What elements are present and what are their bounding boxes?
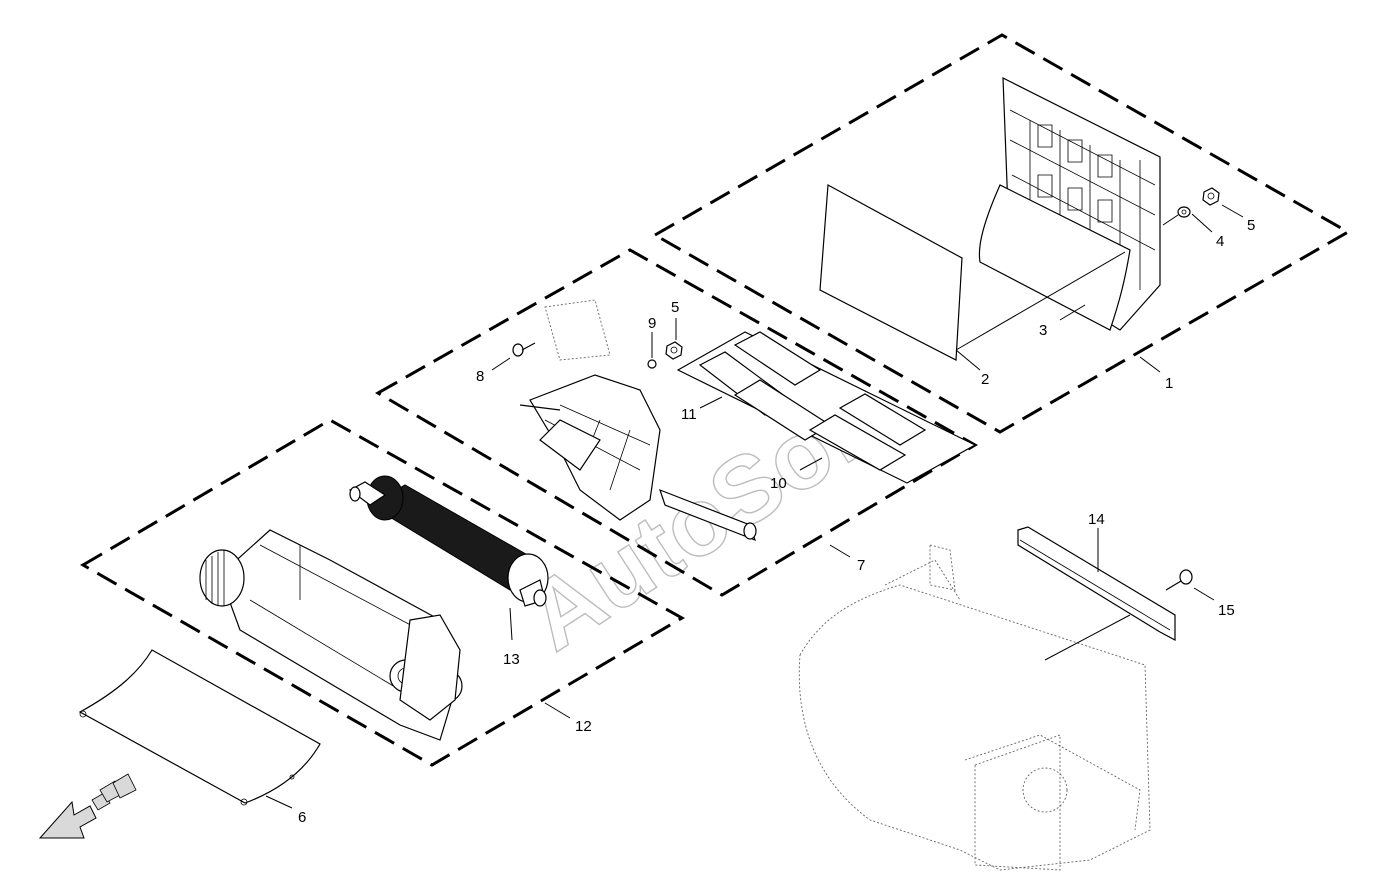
callout-3: 3 <box>1039 322 1047 339</box>
part-reference-housing <box>798 544 1151 871</box>
callout-2: 2 <box>981 371 989 388</box>
part-14-strip <box>1017 526 1176 641</box>
callout-4: 4 <box>1216 233 1224 250</box>
part-15-screw <box>1165 569 1193 591</box>
callout-7: 7 <box>857 557 865 574</box>
callout-1: 1 <box>1165 375 1173 392</box>
part-6-cover <box>78 649 321 806</box>
part-5-nut-mid <box>665 341 683 360</box>
callout-5-top: 5 <box>1247 217 1255 234</box>
part-4-washer <box>1177 206 1191 218</box>
callout-15: 15 <box>1218 602 1235 619</box>
group-12-outline <box>80 418 686 767</box>
part-housing-assembly <box>199 529 463 741</box>
callout-6: 6 <box>298 809 306 826</box>
callout-11: 11 <box>681 406 697 423</box>
part-rotor-hub <box>519 374 757 542</box>
part-9-washer <box>647 359 657 369</box>
callout-10: 10 <box>770 475 787 492</box>
arrow-icon <box>38 773 137 839</box>
part-8-bolt <box>512 342 536 357</box>
part-5-nut-top <box>1202 187 1220 206</box>
part-10-blade-set <box>676 331 977 484</box>
callout-14: 14 <box>1088 511 1105 528</box>
callout-9: 9 <box>648 315 656 332</box>
part-3-back-plate <box>978 77 1161 331</box>
callout-13: 13 <box>503 651 520 668</box>
part-bracket-top <box>544 299 611 361</box>
callout-12: 12 <box>575 718 592 735</box>
part-13-roller <box>348 475 549 607</box>
group-1-outline <box>651 33 1352 434</box>
callout-8: 8 <box>476 368 484 385</box>
part-2-plate <box>819 184 963 361</box>
callout-5-mid: 5 <box>671 299 679 316</box>
